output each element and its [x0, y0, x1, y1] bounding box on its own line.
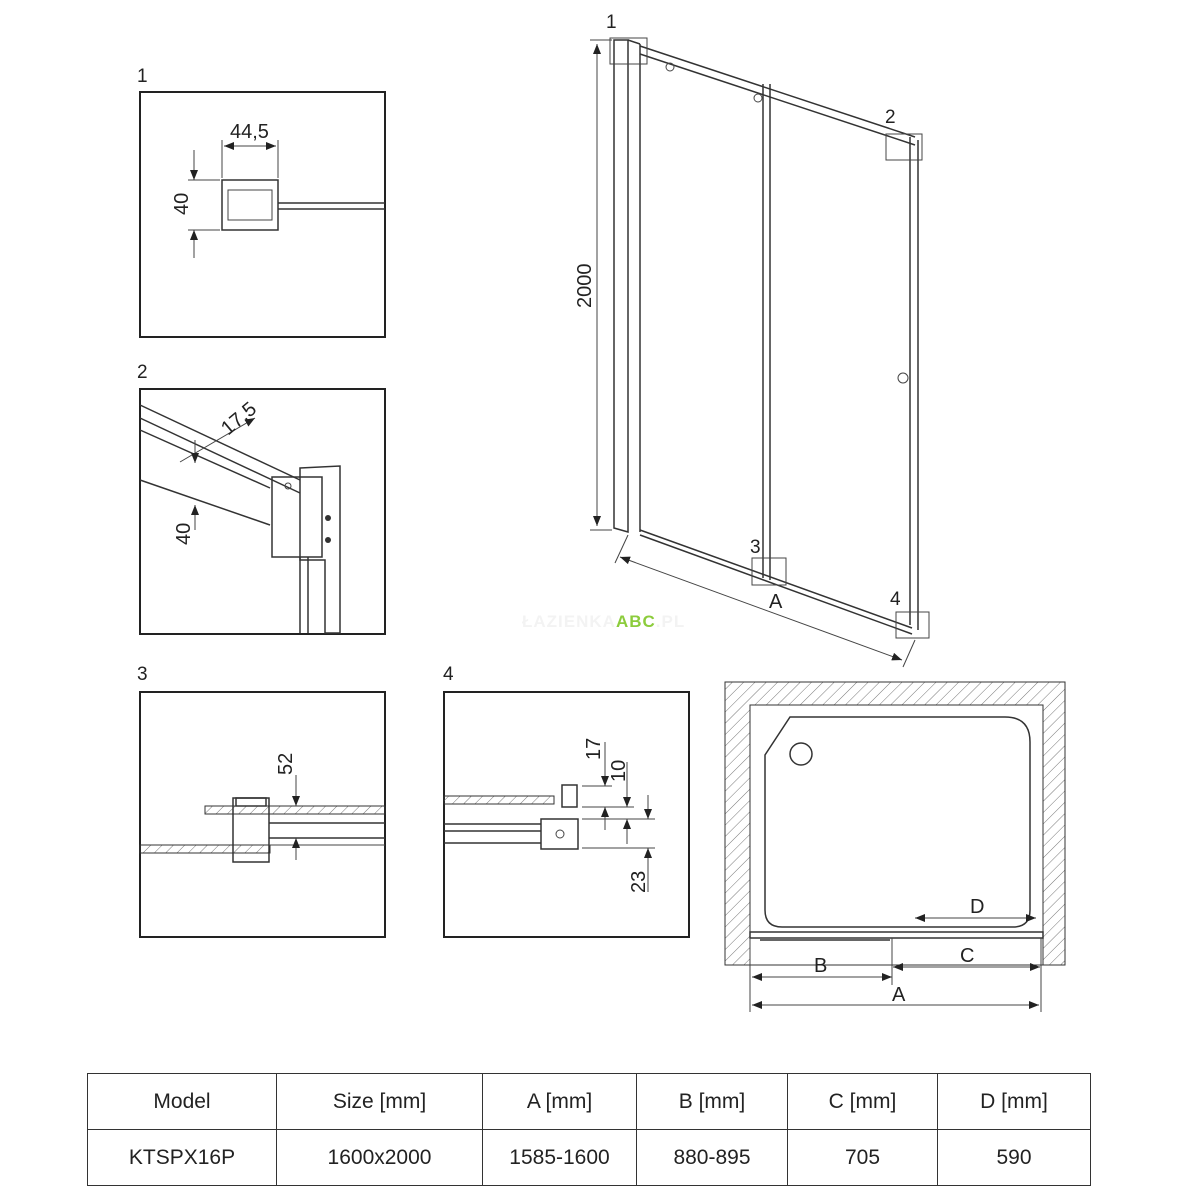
cell-size: 1600x2000 [276, 1129, 483, 1186]
detail-1-number: 1 [137, 66, 148, 87]
dim-a-plan: A [892, 984, 906, 1006]
detail-4: 4 17 10 23 [443, 664, 690, 938]
spec-table: Model Size [mm] A [mm] B [mm] C [mm] D [… [87, 1073, 1091, 1186]
dim-2000: 2000 [574, 264, 596, 309]
header-model: Model [87, 1073, 277, 1130]
dim-d: D [970, 896, 984, 918]
table-header-row: Model Size [mm] A [mm] B [mm] C [mm] D [… [87, 1073, 1091, 1130]
dim-52: 52 [275, 753, 297, 775]
detail-2: 2 17,5 40 [137, 362, 386, 635]
main-view: 1 2 3 4 2000 A [574, 12, 930, 668]
dim-23: 23 [628, 871, 650, 893]
cell-c: 705 [787, 1129, 938, 1186]
detail-1: 1 44,5 40 [137, 66, 386, 338]
header-d: D [mm] [937, 1073, 1091, 1130]
table-row: KTSPX16P 1600x2000 1585-1600 880-895 705… [87, 1129, 1091, 1186]
dim-17: 17 [583, 738, 605, 760]
cell-b: 880-895 [636, 1129, 788, 1186]
dim-c: C [960, 945, 974, 967]
dim-40-b: 40 [173, 523, 195, 545]
plan-view: D B C A [724, 681, 1066, 1012]
header-b: B [mm] [636, 1073, 788, 1130]
cell-model: KTSPX16P [87, 1129, 277, 1186]
dim-a-main: A [769, 591, 783, 613]
callout-3: 3 [750, 537, 761, 558]
detail-2-number: 2 [137, 362, 148, 383]
callout-4: 4 [890, 589, 901, 610]
header-size: Size [mm] [276, 1073, 483, 1130]
cell-a: 1585-1600 [482, 1129, 637, 1186]
callout-2: 2 [885, 107, 896, 128]
dim-40: 40 [171, 193, 193, 215]
detail-3-number: 3 [137, 664, 148, 685]
header-a: A [mm] [482, 1073, 637, 1130]
dim-44-5: 44,5 [230, 121, 269, 143]
detail-4-number: 4 [443, 664, 454, 685]
watermark: ŁAZIENKAABC.PL [522, 612, 686, 631]
header-c: C [mm] [787, 1073, 938, 1130]
detail-3: 3 52 [137, 664, 386, 938]
dim-10: 10 [608, 760, 630, 782]
callout-1: 1 [606, 12, 617, 33]
cell-d: 590 [937, 1129, 1091, 1186]
dim-b: B [814, 955, 827, 977]
